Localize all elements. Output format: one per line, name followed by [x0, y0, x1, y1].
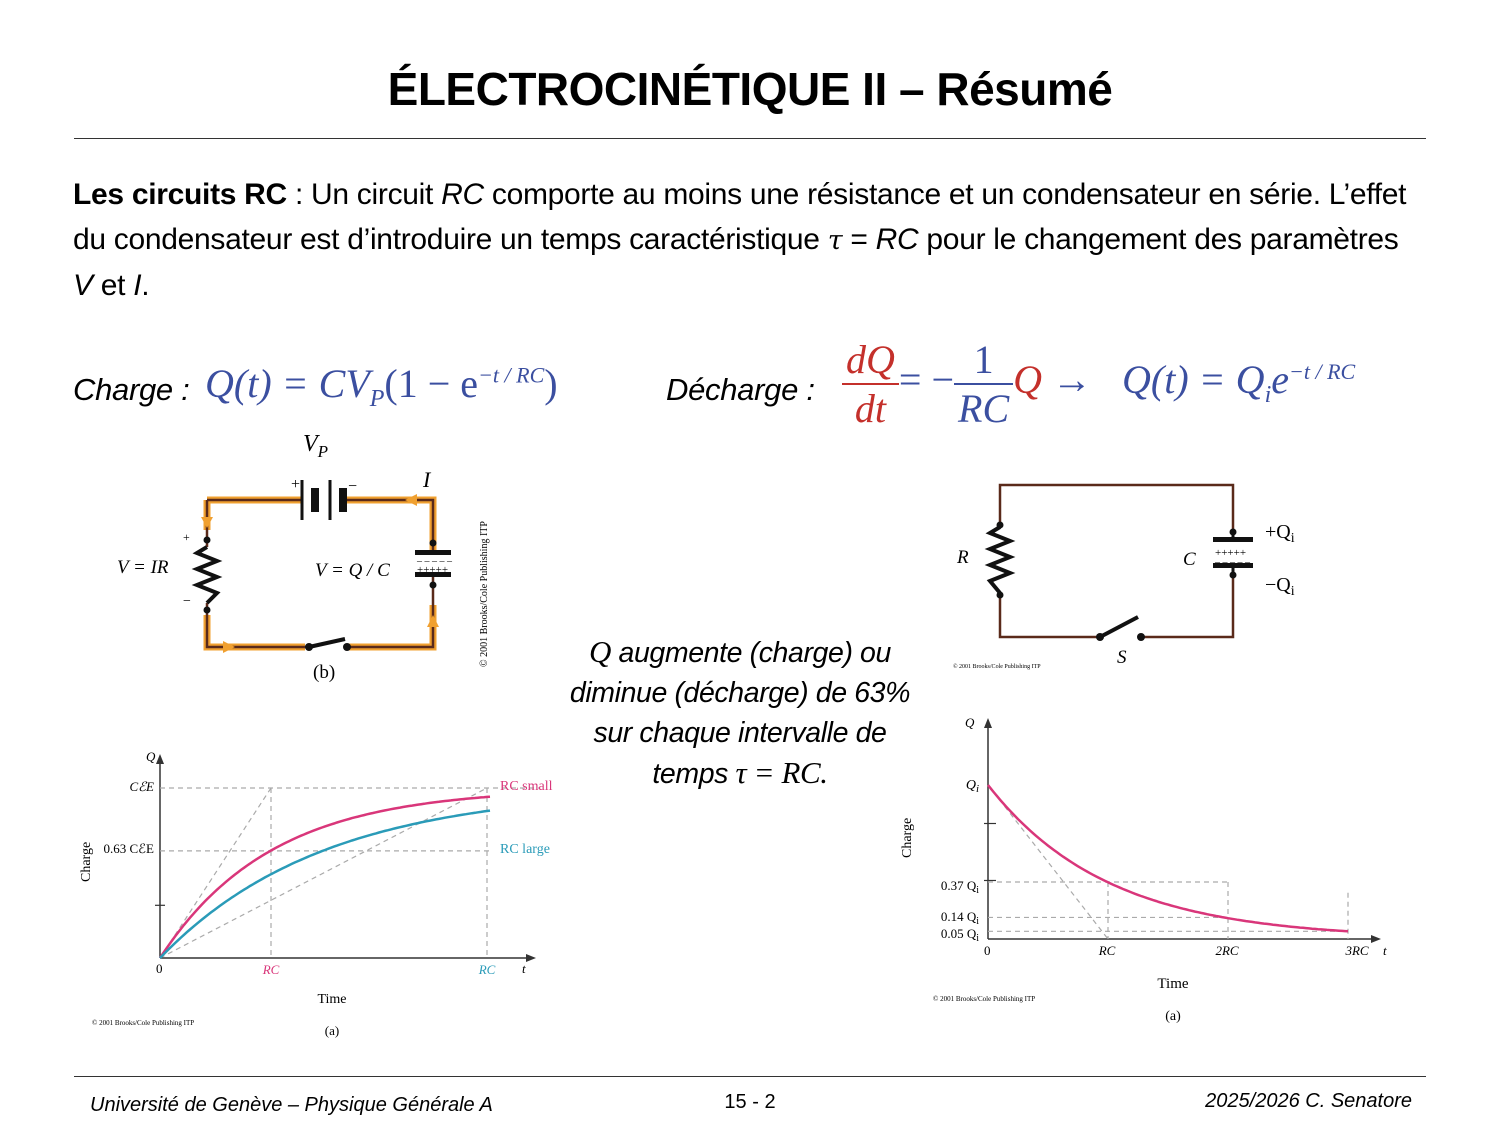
chart0-ytick-063: 0.63 CℰE [104, 841, 155, 856]
chart0-origin: 0 [156, 961, 163, 976]
chart0-ylabel: Charge [79, 842, 94, 882]
discharge-chart: Q t 0 Qi 0.37 Qi 0.14 Qi 0.05 Qi RC 2RC … [900, 715, 1387, 1024]
charge-formula: Q(t) = CVP(1 − e−t / RC) [205, 361, 558, 412]
svg-text:– – – – –: – – – – – [416, 556, 453, 567]
chart0-copyright: © 2001 Brooks/Cole Publishing ITP [92, 1019, 194, 1027]
chart0-xlabel: Time [317, 992, 346, 1007]
chart1-ytick-037: 0.37 Qi [941, 878, 979, 896]
svg-text:– – – – –: – – – – – [1214, 557, 1251, 568]
svg-text:+++++: +++++ [417, 564, 448, 576]
footer-page-number: 15 - 2 [724, 1091, 776, 1113]
chart1-xtick-3rc: 3RC [1344, 943, 1368, 958]
svg-text:S: S [1117, 647, 1127, 668]
chart0-series-1 [159, 809, 491, 959]
chart0-xtick-rc-large: RC [478, 962, 496, 977]
svg-text:+: + [291, 476, 300, 493]
chart1-tangent [987, 784, 1109, 940]
chart1-xtick-2rc: 2RC [1215, 943, 1238, 958]
svg-text:C: C [1183, 549, 1196, 570]
chart1-origin: 0 [984, 943, 991, 958]
chart1-ytick-014: 0.14 Qi [941, 909, 979, 927]
chart1-ylabel: Charge [900, 818, 915, 858]
chart1-q-label: Q [965, 715, 975, 730]
svg-text:R: R [956, 547, 969, 568]
chart0-t-label: t [522, 961, 526, 976]
chart1-caption: (a) [1165, 1009, 1181, 1024]
chart1-copyright: © 2001 Brooks/Cole Publishing ITP [933, 995, 1035, 1003]
chart0-ytick-full: CℰE [130, 779, 155, 794]
svg-text:© 2001 Brooks/Cole Publishing: © 2001 Brooks/Cole Publishing ITP [953, 663, 1041, 670]
svg-text:−Qi: −Qi [1265, 574, 1295, 599]
svg-text:I: I [422, 467, 432, 492]
svg-text:−: − [183, 594, 191, 609]
svg-text:+: + [183, 530, 190, 544]
chart1-series-0 [987, 784, 1349, 933]
chart0-q-label: Q [146, 750, 156, 764]
chart0-legend-large: RC large [500, 842, 550, 857]
charge-label: Charge : [73, 372, 190, 407]
note-63-percent: Q augmente (charge) ou diminue (décharge… [569, 634, 911, 790]
chart1-t-label: t [1383, 943, 1387, 958]
vp-label: VP [303, 431, 328, 461]
chart0-xtick-rc-small: RC [262, 962, 280, 977]
footer-right: 2025/2026 C. Senatore [1205, 1090, 1412, 1112]
charge-chart: Q t 0 CℰE 0.63 CℰE RC RC RC small RC lar… [79, 750, 553, 1038]
chart0-legend-small: RC small [500, 779, 553, 794]
chart0-series-0 [158, 795, 491, 959]
chart1-ytick-005: 0.05 Qi [941, 926, 979, 944]
svg-text:V = Q / C: V = Q / C [315, 560, 390, 581]
chart1-xlabel: Time [1157, 976, 1188, 992]
intro-bold-term: Les circuits RC [73, 178, 287, 211]
decharge-label: Décharge : [666, 372, 815, 407]
page-title: ÉLECTROCINÉTIQUE II – Résumé [387, 63, 1113, 115]
title-divider [74, 138, 1426, 139]
svg-text:+++++: +++++ [1215, 547, 1246, 559]
svg-text:+Qi: +Qi [1265, 521, 1295, 546]
chart0-tangent-small [159, 787, 272, 959]
svg-text:−: − [348, 478, 357, 495]
svg-text:V = IR: V = IR [117, 557, 169, 578]
intro-paragraph: Les circuits RC : Un circuit RC comporte… [73, 178, 1407, 302]
footer-divider [74, 1076, 1426, 1077]
footer-left: Université de Genève – Physique Générale… [90, 1094, 493, 1116]
charging-circuit-diagram: VP – – – – – +++++ + − I + − V = IR V = … [117, 431, 490, 683]
chart1-xtick-rc: RC [1098, 943, 1116, 958]
svg-text:© 2001 Brooks/Cole Publishing: © 2001 Brooks/Cole Publishing ITP [479, 521, 490, 667]
discharging-circuit-diagram: +++++ – – – – – R C +Qi −Qi S © 2001 Bro… [953, 483, 1295, 670]
chart1-ytick-qi: Qi [966, 778, 979, 795]
chart0-caption: (a) [325, 1023, 339, 1038]
chart0-tangent-large [159, 787, 488, 959]
svg-text:(b): (b) [313, 662, 335, 683]
